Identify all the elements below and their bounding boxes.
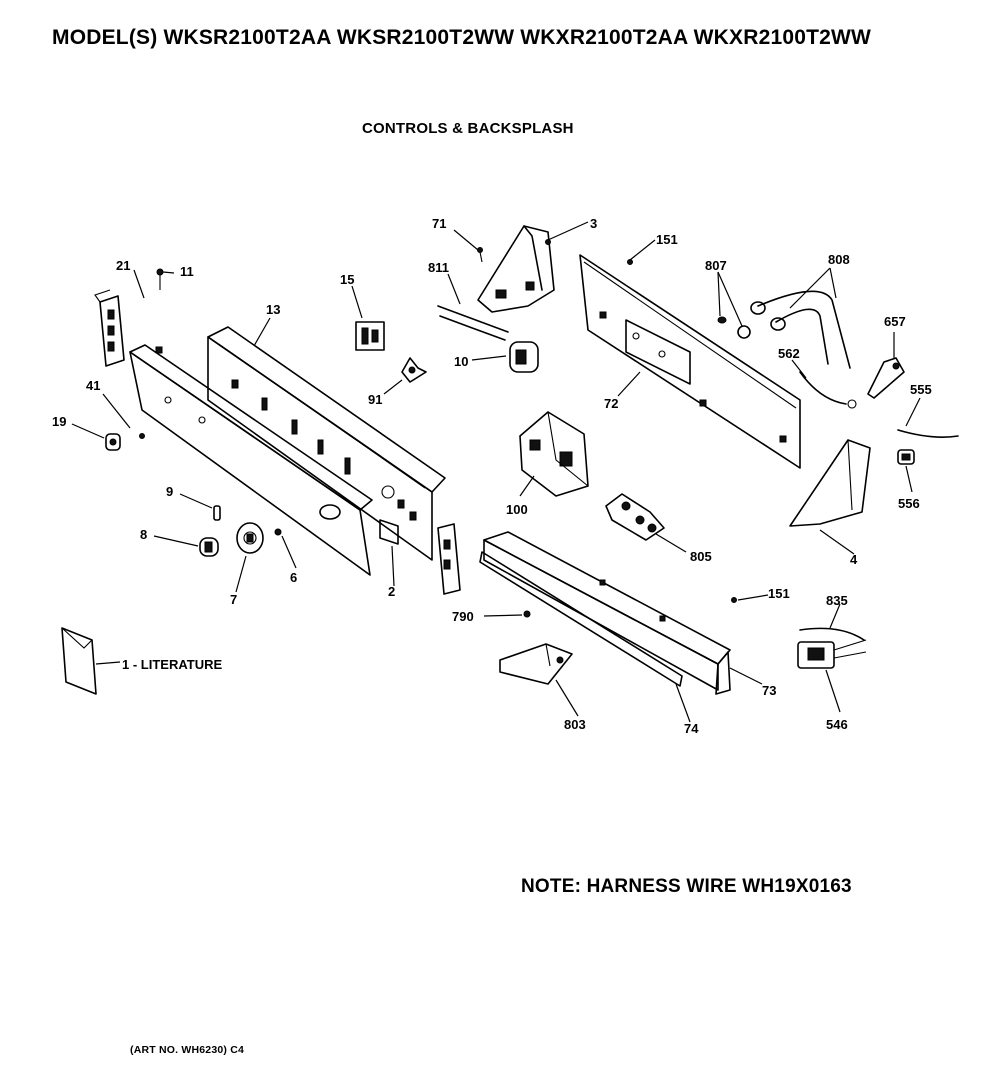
callout-555: 555 — [910, 382, 932, 397]
part-19-knob — [105, 433, 121, 451]
callout-8: 8 — [140, 527, 147, 542]
part-11-screw — [156, 268, 164, 290]
callout-3: 3 — [590, 216, 597, 231]
callout-4: 4 — [850, 552, 858, 567]
callout-808: 808 — [828, 252, 850, 267]
part-546-harness — [797, 639, 867, 669]
callout-151-lower: 151 — [768, 586, 790, 601]
callout-9: 9 — [166, 484, 173, 499]
callout-100: 100 — [506, 502, 528, 517]
part-9-clip — [213, 505, 221, 521]
part-41-screw — [139, 433, 145, 439]
part-835-wires — [799, 627, 865, 641]
callout-6: 6 — [290, 570, 297, 585]
model-list: MODEL(S) WKSR2100T2AA WKSR2100T2WW WKXR2… — [52, 26, 872, 49]
part-74-trim — [479, 551, 683, 687]
callout-811: 811 — [428, 260, 449, 275]
callout-546: 546 — [826, 717, 848, 732]
callout-literature: 1 - LITERATURE — [122, 657, 222, 672]
part-805-valve-assembly — [605, 493, 665, 541]
part-808-hoses — [750, 290, 851, 369]
literature-envelope — [61, 627, 97, 695]
callout-13: 13 — [266, 302, 280, 317]
part-10-pressure-switch — [509, 341, 539, 373]
callout-11: 11 — [180, 264, 194, 279]
part-811-tube — [437, 305, 509, 341]
part-151-screw-upper — [627, 259, 633, 265]
callout-41: 41 — [86, 378, 100, 393]
callout-803: 803 — [564, 717, 586, 732]
part-151-screw-lower — [731, 597, 737, 603]
part-4-endcap-right — [789, 439, 871, 527]
callout-2: 2 — [388, 584, 395, 599]
part-72-backsplash — [579, 254, 801, 469]
callout-72: 72 — [604, 396, 618, 411]
callout-71: 71 — [432, 216, 446, 231]
part-21-endcap-left — [94, 289, 125, 367]
callout-562: 562 — [778, 346, 800, 361]
part-8-knob — [199, 537, 219, 557]
part-71-screw — [477, 247, 483, 263]
leader-lines — [71, 221, 921, 723]
harness-note: NOTE: HARNESS WIRE WH19X0163 — [521, 876, 852, 897]
part-15-switch — [355, 321, 385, 351]
part-803-bracket — [499, 643, 573, 685]
part-2-endcap-right — [379, 519, 461, 595]
callout-657: 657 — [884, 314, 906, 329]
part-100-timer — [519, 411, 589, 497]
callout-790: 790 — [452, 609, 474, 624]
part-807-grommets — [717, 316, 751, 339]
part-3-bracket — [477, 225, 555, 313]
callout-15: 15 — [340, 272, 354, 287]
callout-7: 7 — [230, 592, 237, 607]
callout-21: 21 — [116, 258, 130, 273]
section-title: CONTROLS & BACKSPLASH — [362, 120, 574, 137]
callout-73: 73 — [762, 683, 776, 698]
callout-151-upper: 151 — [656, 232, 678, 247]
callout-835: 835 — [826, 593, 848, 608]
part-7-dial — [236, 522, 264, 554]
part-556-connector — [897, 449, 915, 465]
callout-556: 556 — [898, 496, 920, 511]
callout-74: 74 — [684, 721, 699, 736]
callout-805: 805 — [690, 549, 712, 564]
art-number: (ART NO. WH6230) C4 — [130, 1044, 245, 1056]
callout-807: 807 — [705, 258, 727, 273]
part-6-screw — [274, 528, 282, 536]
part-562-hose — [799, 371, 857, 409]
part-657-fitting — [867, 357, 905, 399]
front-cover-panel — [129, 344, 373, 576]
callout-labels: 71 3 151 807 808 21 11 15 811 13 657 10 … — [52, 216, 932, 736]
part-13-control-panel — [207, 326, 446, 561]
callout-10: 10 — [454, 354, 468, 369]
part-790-screw — [523, 610, 531, 618]
part-91-terminal — [401, 357, 427, 383]
callout-91: 91 — [368, 392, 382, 407]
part-555-wire — [897, 429, 959, 438]
callout-19: 19 — [52, 414, 66, 429]
